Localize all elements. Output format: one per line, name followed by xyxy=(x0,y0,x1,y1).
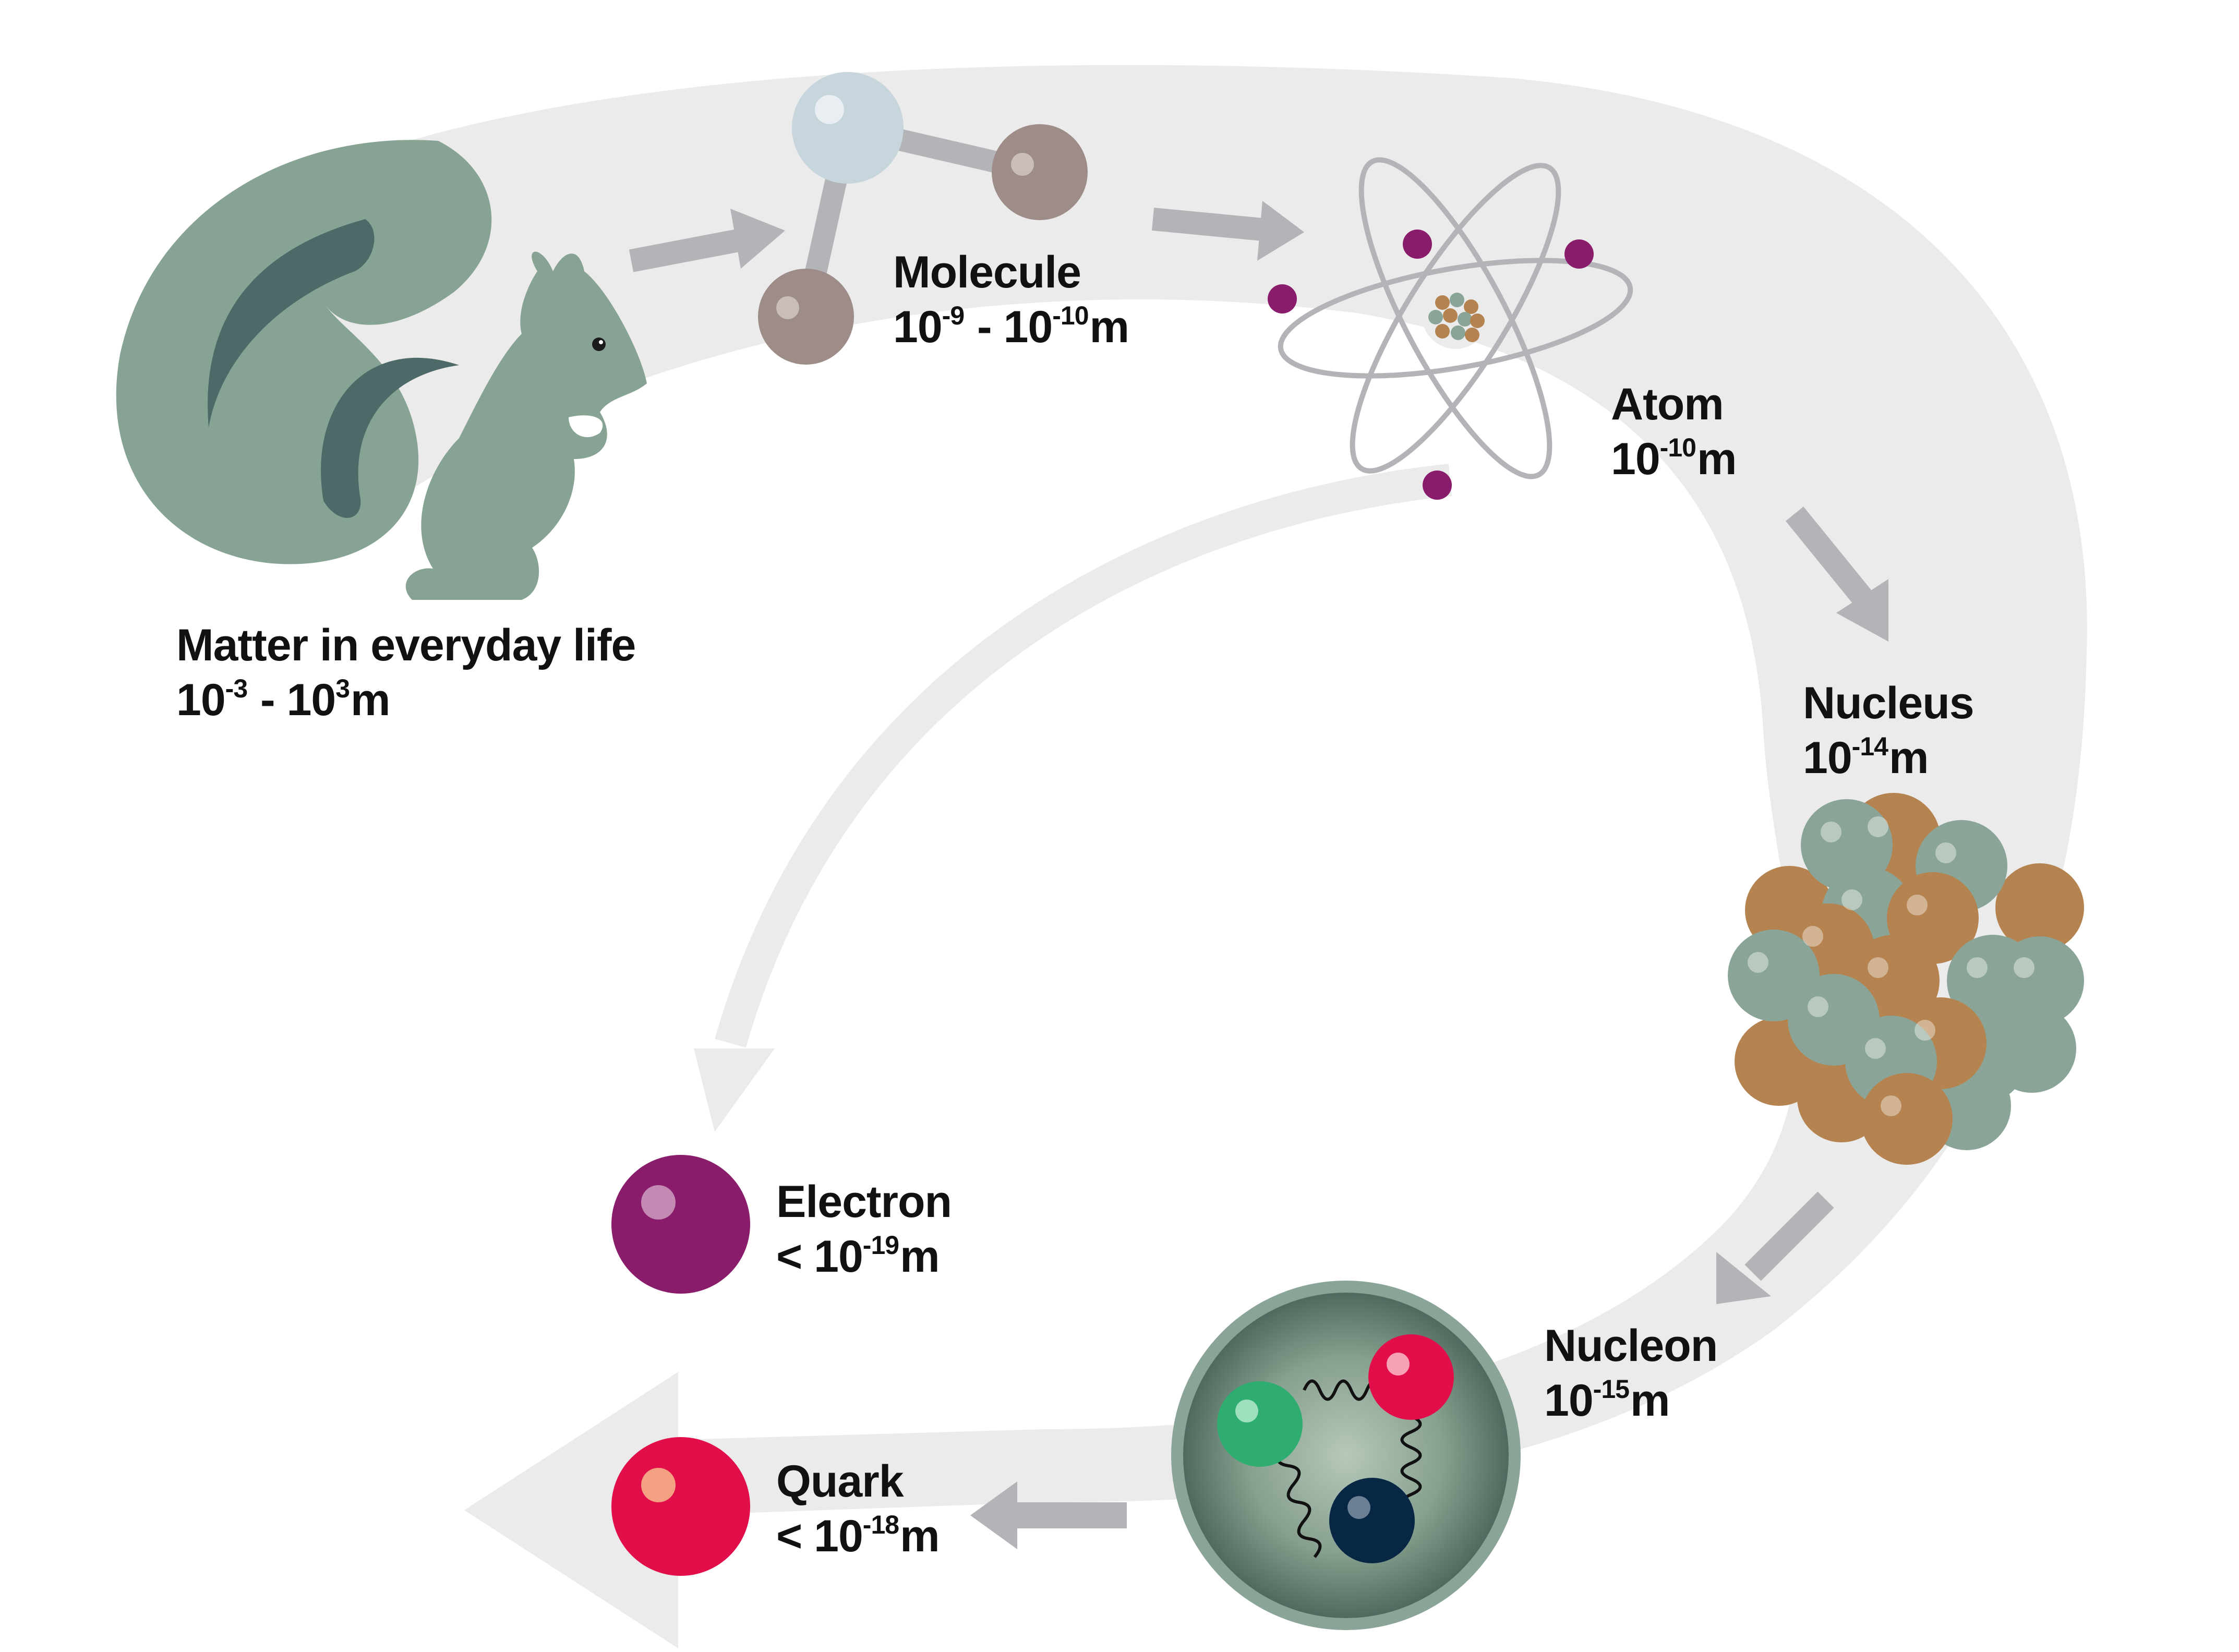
quark-name: Quark xyxy=(776,1456,904,1506)
atom-icon xyxy=(1268,157,1633,500)
label-nucleon: Nucleon 10-15m xyxy=(1544,1319,1718,1428)
atom-size: 10-10m xyxy=(1611,432,1737,484)
quark-size: < 10-18m xyxy=(776,1510,940,1561)
molecule-size: 10-9 - 10-10m xyxy=(893,300,1129,352)
nucleus-name: Nucleus xyxy=(1803,678,1975,728)
electron-name: Electron xyxy=(776,1177,952,1227)
arrow-matter-molecule xyxy=(629,209,785,272)
electron-size: < 10-19m xyxy=(776,1230,940,1282)
atom-name: Atom xyxy=(1611,379,1724,429)
arrow-molecule-atom xyxy=(1151,201,1304,261)
arrow-atom-nucleus xyxy=(1785,507,1888,642)
squirrel-icon xyxy=(116,140,647,600)
label-quark: Quark < 10-18m xyxy=(776,1454,940,1564)
label-electron: Electron < 10-19m xyxy=(776,1175,952,1284)
nucleon-size: 10-15m xyxy=(1544,1374,1670,1426)
matter-name: Matter in everyday life xyxy=(176,620,636,670)
nucleon-name: Nucleon xyxy=(1544,1321,1718,1371)
matter-size: 10-3 - 103m xyxy=(176,673,391,725)
label-matter: Matter in everyday life 10-3 - 103m xyxy=(176,618,636,728)
label-atom: Atom 10-10m xyxy=(1611,377,1737,487)
arrow-nucleus-nucleon xyxy=(1716,1191,1834,1304)
electron-icon xyxy=(611,1155,750,1294)
atom-core xyxy=(1428,293,1485,342)
label-molecule: Molecule 10-9 - 10-10m xyxy=(893,245,1129,355)
nucleon-icon xyxy=(1171,1281,1521,1630)
electron-branch xyxy=(715,464,1452,1048)
quark-icon xyxy=(611,1437,750,1576)
label-nucleus: Nucleus 10-14m xyxy=(1803,676,1975,786)
nucleus-size: 10-14m xyxy=(1803,731,1929,783)
arrow-nucleon-quark xyxy=(970,1481,1127,1549)
molecule-name: Molecule xyxy=(893,247,1081,297)
nucleus-icon xyxy=(1728,793,2084,1165)
molecule-icon xyxy=(758,72,1088,365)
electron-branch-head xyxy=(694,1048,775,1132)
